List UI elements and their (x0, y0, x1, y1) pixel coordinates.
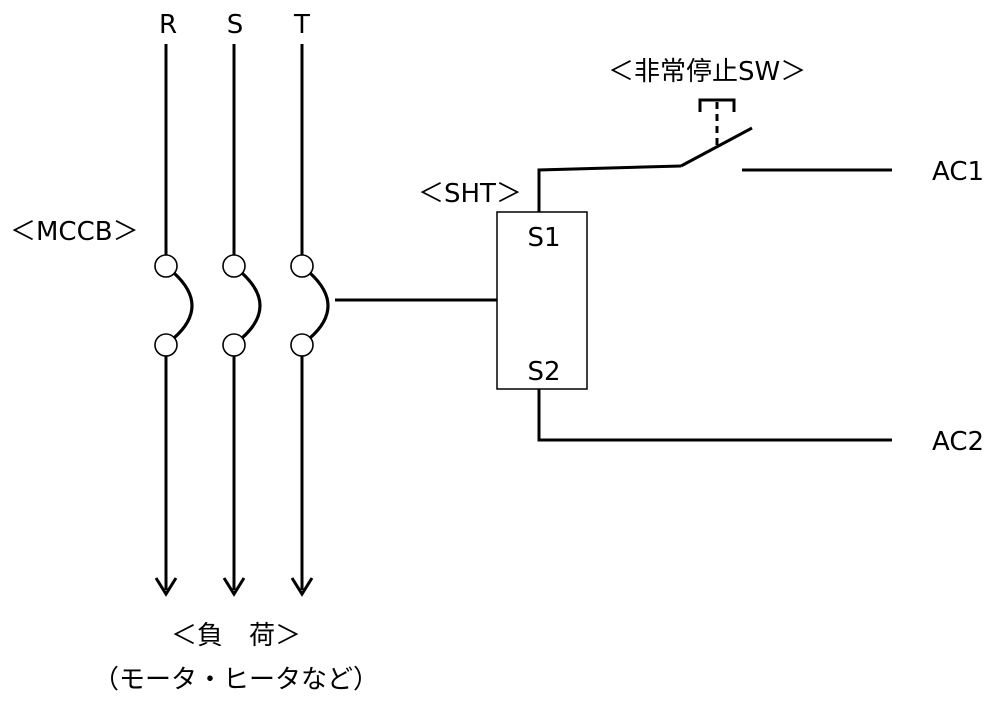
ac2-label: AC2 (932, 427, 984, 457)
mccb-terminal-r-bottom (154, 333, 178, 357)
mccb-terminal-t-bottom (290, 333, 314, 357)
sht-terminal-s1: S1 (527, 223, 560, 253)
phase-label-s: S (227, 10, 244, 40)
phase-label-r: R (159, 10, 177, 40)
mccb-contact-r (172, 271, 194, 340)
sht-label: ＜SHT＞ (418, 179, 522, 209)
phase-line-s (222, 44, 262, 597)
load-arrow-r (154, 577, 178, 597)
mccb-contact-t (308, 271, 330, 340)
load-arrow-t (290, 577, 314, 597)
sht-terminal-s2: S2 (527, 357, 560, 387)
sht-box (496, 211, 588, 390)
load-arrow-s (222, 577, 246, 597)
switch-blade (680, 126, 753, 168)
emergency-switch-label: ＜非常停止SW＞ (608, 57, 806, 87)
mccb-terminal-s-bottom (222, 333, 246, 357)
load-examples-label: （モータ・ヒータなど） (93, 665, 379, 695)
phase-line-t (290, 44, 330, 597)
mccb-terminal-r-top (154, 254, 178, 278)
mccb-terminal-s-top (222, 254, 246, 278)
phase-label-t: T (293, 10, 310, 40)
load-label: ＜負 荷＞ (171, 621, 301, 651)
mccb-label: ＜MCCB＞ (10, 217, 139, 247)
control-wire-s1 (537, 164, 682, 212)
phase-line-r (154, 44, 194, 597)
mccb-terminal-t-top (290, 254, 314, 278)
push-button-icon (698, 98, 736, 112)
ac1-label: AC1 (932, 157, 984, 187)
control-wire-s2 (537, 389, 892, 442)
mccb-contact-s (240, 271, 262, 340)
